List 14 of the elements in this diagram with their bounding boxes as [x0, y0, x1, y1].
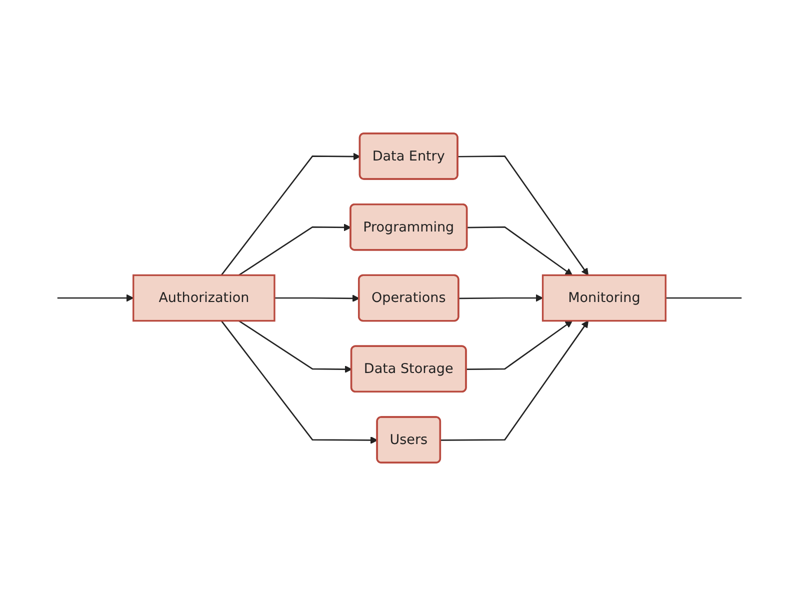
arrow — [467, 226, 573, 276]
arrow — [440, 320, 589, 441]
connector — [666, 297, 742, 299]
arrow — [466, 320, 573, 370]
arrow — [220, 320, 378, 444]
arrow — [274, 294, 360, 302]
node-box: Authorization — [132, 274, 276, 322]
arrow — [458, 156, 589, 276]
arrow — [57, 294, 134, 302]
node-box: Monitoring — [542, 274, 666, 322]
arrow — [238, 320, 352, 373]
arrow — [220, 152, 360, 276]
arrow — [238, 224, 352, 276]
arrow — [458, 294, 544, 302]
